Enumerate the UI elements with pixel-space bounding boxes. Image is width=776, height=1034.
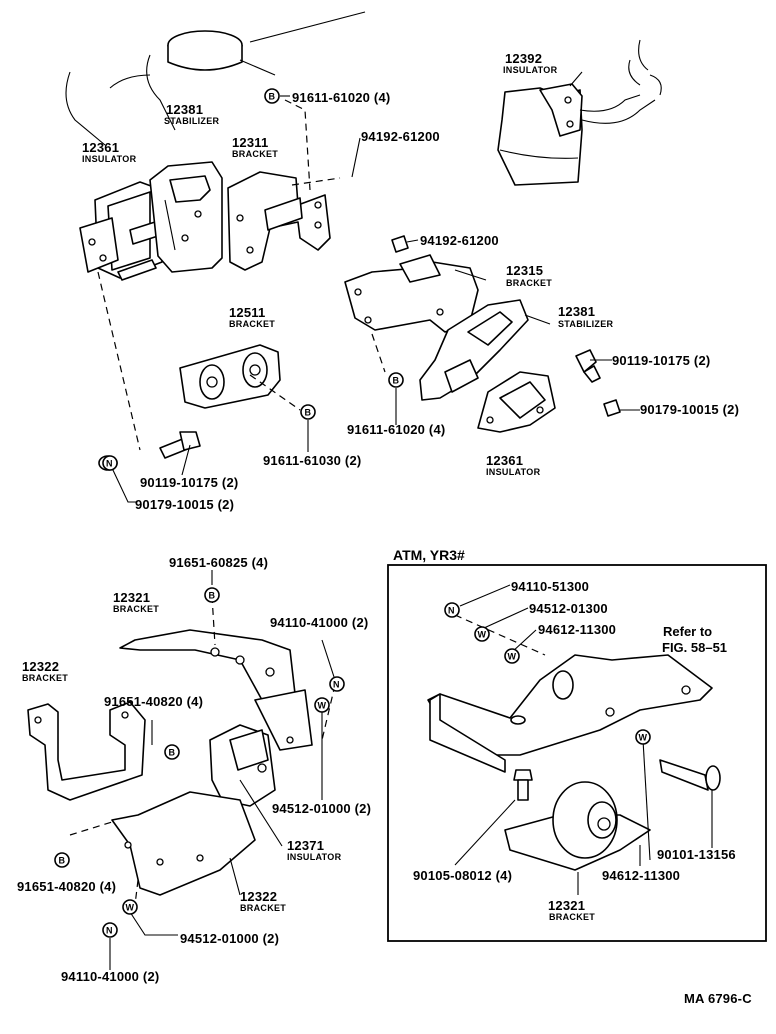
nut-94110-41000-lower-label: 94110-41000 (2) [61,969,160,984]
insulator-12371 [209,724,276,807]
atm-box-frame [387,564,767,942]
nut-94192-61200-label: 94192-61200 [361,129,440,144]
stabilizer-12381-name: STABILIZER [164,116,220,126]
atm-bracket-12321-name: BRACKET [549,912,596,922]
atm-insulator [504,781,651,871]
insulator-12361-right-number: 12361 [486,453,524,468]
atm-bracket-12321-number: 12321 [548,898,586,913]
bracket-12322-lower-number: 12322 [240,889,278,904]
refer-to-line-1: Refer to [663,624,713,639]
bracket-12511-number: 12511 [229,305,266,320]
bracket-12322-lower-name: BRACKET [240,903,287,913]
bolt-90119-10175-right-label: 90119-10175 (2) [612,353,711,368]
stabilizer-12381-number: 12381 [166,102,204,117]
bolt-90119-10175-left-label: 90119-10175 (2) [140,475,239,490]
insulator-12361-right-name: INSULATOR [486,467,541,477]
nut-94110-41000-upper-label: 94110-41000 (2) [270,615,369,630]
insulator-12392-name: INSULATOR [503,65,558,75]
bracket-12322-upper-number: 12322 [22,659,60,674]
refer-to-line-2: FIG. 58–51 [662,640,728,655]
bracket-12321-left [119,629,313,751]
bolt-91611-61020-label: 91611-61020 (4) [292,90,391,105]
nut-90179-10015-right-label: 90179-10015 (2) [640,402,740,417]
nut-94110-51300-label: 94110-51300 [511,579,590,594]
washer-94512-01000-lower-label: 94512-01000 (2) [180,931,280,946]
stabilizer-12381-right [419,299,529,401]
insulator-12392 [497,39,662,186]
bracket-12321-left-name: BRACKET [113,604,160,614]
bracket-12311 [227,171,331,271]
bracket-12511-name: BRACKET [229,319,276,329]
bolt-nut-left [98,431,201,471]
nut-90179-10015-left-label: 90179-10015 (2) [135,497,235,512]
bracket-12322-upper [27,701,146,801]
nut-94192-61200-right-label: 94192-61200 [420,233,499,248]
bolt-nut-right [575,349,621,417]
insulator-12361-number: 12361 [82,140,120,155]
bolt-90101-13156-label: 90101-13156 [657,847,736,862]
bracket-12511 [179,344,281,409]
washer-94512-01300-label: 94512-01300 [529,601,608,616]
stabilizer-12381-left [149,161,223,273]
bracket-12315-name: BRACKET [506,278,553,288]
figure-code: MA 6796-C [684,991,752,1006]
washer-94612-11300-lower-label: 94612-11300 [602,868,681,883]
bolt-91651-40820-upper-label: 91651-40820 (4) [104,694,204,709]
bracket-12311-name: BRACKET [232,149,279,159]
bracket-12322-upper-name: BRACKET [22,673,69,683]
washer-94612-11300-upper-label: 94612-11300 [538,622,617,637]
bolt-91611-61020-right-label: 91611-61020 (4) [347,422,446,437]
bracket-12322-lower [111,791,256,896]
bracket-12315-number: 12315 [506,263,544,278]
bolt-91651-40820-lower-label: 91651-40820 (4) [17,879,117,894]
insulator-12361-name: INSULATOR [82,154,137,164]
engine-outline-sketch [65,11,366,146]
bolt-91651-60825-label: 91651-60825 (4) [169,555,269,570]
insulator-12371-name: INSULATOR [287,852,342,862]
atm-bracket [427,654,713,773]
insulator-12371-number: 12371 [287,838,325,853]
bracket-12321-left-number: 12321 [113,590,151,605]
bolt-91611-61030-label: 91611-61030 (2) [263,453,362,468]
washer-94512-01000-upper-label: 94512-01000 (2) [272,801,372,816]
bracket-12311-number: 12311 [232,135,269,150]
atm-box-title: ATM, YR3# [393,547,465,563]
atm-bolts [513,759,721,801]
insulator-12361-right [477,371,556,433]
stabilizer-12381-right-name: STABILIZER [558,319,614,329]
bolt-90105-08012-label: 90105-08012 (4) [413,868,513,883]
bracket-12315 [344,235,479,333]
stabilizer-12381-right-number: 12381 [558,304,596,319]
insulator-12392-number: 12392 [505,51,543,66]
insulator-12361-left [79,181,163,281]
